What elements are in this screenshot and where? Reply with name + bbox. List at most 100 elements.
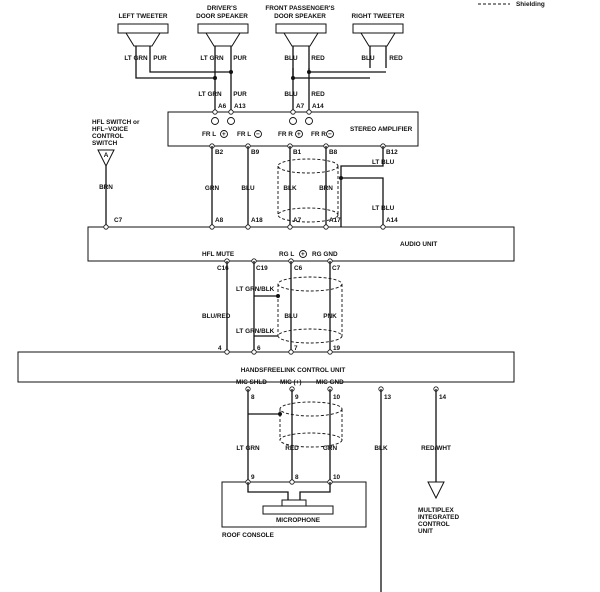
hfl-mic-gnd-label: MIC GND <box>316 379 344 386</box>
wire-mic-grn-label: GRN <box>323 445 338 452</box>
legend-shielding-label: Shielding <box>516 1 545 8</box>
hfl-mic-shld-label: MIC SHLD <box>236 379 267 386</box>
wire-grn-label: GRN <box>205 185 220 192</box>
audio-unit-label: AUDIO UNIT <box>400 241 437 248</box>
pin-b9: B9 <box>251 149 260 156</box>
left-tweeter-speaker <box>117 23 169 47</box>
mic-shield-top <box>279 401 343 417</box>
pin-a14-audio: A14 <box>386 217 398 224</box>
hfl-mic-wires <box>247 389 437 592</box>
amp-audio-wires <box>211 146 384 227</box>
wire-red-passenger: RED <box>311 55 325 62</box>
driver-door-label-1: DRIVER'S <box>207 5 238 12</box>
hfl-pin-8: 8 <box>251 394 255 401</box>
wire-lt-blu-bottom-label: LT BLU <box>372 205 395 212</box>
hfl-mic-plus-label: MIC (+) <box>280 379 301 386</box>
hfl-switch-label-3: CONTROL <box>92 133 124 140</box>
right-tweeter-speaker <box>352 23 404 47</box>
pin-a7-audio: A7 <box>293 217 302 224</box>
speaker-wires <box>135 46 387 112</box>
hfl-pin-14: 14 <box>439 394 447 401</box>
right-tweeter-label: RIGHT TWEETER <box>352 13 405 20</box>
wire-pnk-label: PNK <box>323 313 337 320</box>
pin-a6: A6 <box>218 103 227 110</box>
handsfreelink-unit-box <box>17 351 515 383</box>
audio-hfl-wires <box>226 261 331 352</box>
audio-rg-gnd-label: RG GND <box>312 251 338 258</box>
microphone-label: MICROPHONE <box>276 517 321 524</box>
amp-fr-r-minus-label: FR R <box>311 131 326 138</box>
audio-plus-sign: + <box>301 251 305 258</box>
front-passenger-label-1: FRONT PASSENGER'S <box>265 5 335 12</box>
audio-plus-symbol <box>299 250 307 258</box>
hfl-switch-connector <box>97 149 115 168</box>
stereo-amplifier-label: STEREO AMPLIFIER <box>350 126 413 133</box>
amp-plus-sign-1: + <box>222 131 226 138</box>
multiplex-connector <box>427 481 445 500</box>
pin-7: 7 <box>294 345 298 352</box>
amp-minus-sign-2: − <box>328 131 332 138</box>
wire-lt-grn-driver: LT GRN <box>200 55 224 62</box>
mic-pin-10: 10 <box>333 474 341 481</box>
driver-door-speaker <box>197 23 249 47</box>
wire-mic-lt-grn-label: LT GRN <box>236 445 260 452</box>
pin-6: 6 <box>257 345 261 352</box>
pin-c7-audio: C7 <box>114 217 123 224</box>
pin-a13: A13 <box>234 103 246 110</box>
wire-lt-blu-top-label: LT BLU <box>372 159 395 166</box>
wire-red-right-tweeter: RED <box>389 55 403 62</box>
amp-wire-lt-grn: LT GRN <box>198 91 222 98</box>
wire-blu-label: BLU <box>241 185 255 192</box>
pin-a17: A17 <box>329 217 341 224</box>
pin-b1: B1 <box>293 149 302 156</box>
amp-shield-top <box>277 158 339 174</box>
wire-red-wht-label: RED/WHT <box>421 445 451 452</box>
audio-shield-bottom <box>277 328 343 344</box>
amp-minus-sign-1: − <box>256 131 260 138</box>
wire-pur-left-tweeter: PUR <box>153 55 167 62</box>
pin-c7-bottom: C7 <box>332 265 341 272</box>
wire-mic-red-label: RED <box>285 445 299 452</box>
left-tweeter-label: LEFT TWEETER <box>119 13 168 20</box>
wire-blu-passenger: BLU <box>284 55 298 62</box>
pin-b8: B8 <box>329 149 338 156</box>
wire-brn-left-label: BRN <box>99 184 113 191</box>
amp-fr-l-plus-label: FR L <box>202 131 216 138</box>
pin-b12: B12 <box>386 149 398 156</box>
front-passenger-door-speaker <box>275 23 327 47</box>
driver-door-label-2: DOOR SPEAKER <box>196 13 248 20</box>
pin-c16: C16 <box>217 265 229 272</box>
amp-polarity-symbols <box>211 117 334 138</box>
wire-lt-grn-blk-1-label: LT GRN/BLK <box>236 286 275 293</box>
hfl-switch-label-4: SWITCH <box>92 140 118 147</box>
pin-a7-amp: A7 <box>296 103 305 110</box>
multiplex-label-1: MULTIPLEX <box>418 507 454 514</box>
front-passenger-label-2: DOOR SPEAKER <box>274 13 326 20</box>
amp-fr-r-plus-label: FR R <box>278 131 293 138</box>
multiplex-label-4: UNIT <box>418 528 433 535</box>
mic-pin-9: 9 <box>251 474 255 481</box>
wire-lt-grn-blk-2-label: LT GRN/BLK <box>236 328 275 335</box>
audio-shield-top <box>277 276 343 292</box>
audio-shield-sides <box>277 284 343 336</box>
wire-blk-label: BLK <box>283 185 297 192</box>
pin-4: 4 <box>218 345 222 352</box>
mic-pin-8: 8 <box>295 474 299 481</box>
roof-console-label: ROOF CONSOLE <box>222 532 275 539</box>
pin-b2: B2 <box>215 149 224 156</box>
audio-rg-l-label: RG L <box>279 251 294 258</box>
multiplex-label-3: CONTROL <box>418 521 450 528</box>
wire-brn-label: BRN <box>319 185 333 192</box>
audio-unit-box <box>87 226 515 262</box>
pin-a18: A18 <box>251 217 263 224</box>
wire-lt-grn-left-tweeter: LT GRN <box>124 55 148 62</box>
pin-a14-amp: A14 <box>312 103 324 110</box>
microphone-symbol <box>247 482 334 515</box>
hfl-pin-13: 13 <box>384 394 392 401</box>
wire-blu-red-label: BLU/RED <box>202 313 231 320</box>
pin-c6: C6 <box>294 265 303 272</box>
amp-wire-pur: PUR <box>233 91 247 98</box>
wire-blk-label-lower: BLK <box>374 445 388 452</box>
